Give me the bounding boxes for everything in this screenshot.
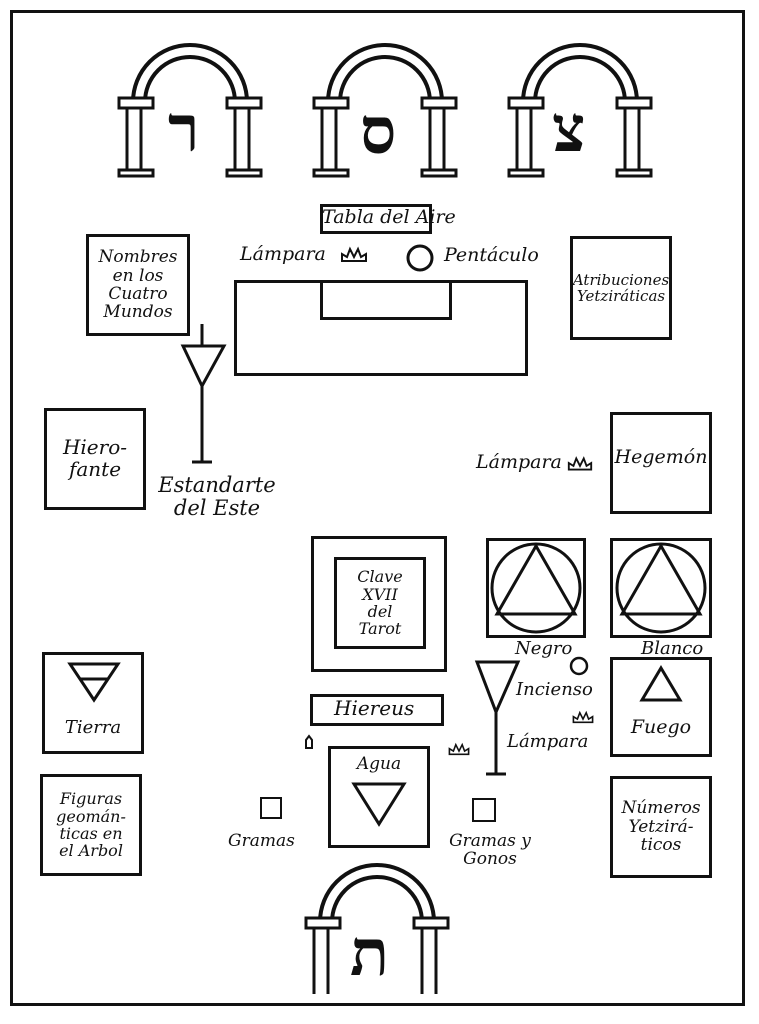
- estandarte-line-2: del Este: [173, 495, 261, 520]
- gramas-y-gonos-line-2: Gonos: [463, 849, 517, 870]
- hegemon-label: Hegemón: [614, 446, 708, 468]
- altar-inner-box: [320, 280, 452, 320]
- agua-label: Agua: [356, 754, 402, 774]
- tarot-line-2: XVII: [362, 584, 398, 604]
- blanco-label: Blanco: [641, 638, 704, 659]
- incienso-label: Incienso: [516, 679, 593, 700]
- fuego-box: Fuego: [610, 657, 712, 757]
- pentaculo-label: Pentáculo: [444, 244, 539, 266]
- lamp-icon: [572, 710, 594, 724]
- triangle-in-circle-icon: [490, 542, 582, 634]
- hiereus-box: [310, 694, 444, 726]
- fire-triangle-icon: [639, 665, 683, 702]
- white-pillar-box: [610, 538, 712, 638]
- lamp-icon: [448, 742, 470, 756]
- figuras-line-2: geomán-: [56, 806, 126, 826]
- arch-bottom-icon: [304, 863, 450, 994]
- hebrew-letter-tav: ת: [350, 916, 390, 991]
- agua-box: Agua: [328, 746, 430, 848]
- lamp-icon: [567, 456, 593, 471]
- tarot-line-3: del: [367, 602, 393, 621]
- atribuciones-yetziraticas-box: Atribuciones Yetziráticas: [570, 236, 672, 340]
- atribuciones-line-2: Yetziráticas: [576, 287, 666, 305]
- nombres-line-3: Cuatro: [108, 284, 168, 304]
- tabla-del-aire-box: [320, 204, 432, 234]
- gramas-square-icon: [260, 797, 282, 819]
- gramas-label: Gramas: [228, 831, 295, 851]
- nombres-line-1: Nombres: [98, 247, 178, 268]
- lamp-icon: [341, 246, 367, 262]
- atribuciones-line-1: Atribuciones: [572, 270, 670, 289]
- hebrew-letter-resh: ר: [168, 92, 200, 167]
- numeros-line-1: Números: [621, 798, 701, 819]
- diagram-border: [10, 10, 745, 1006]
- arch-middle-icon: [312, 43, 458, 178]
- lampara-hegemon-label: Lámpara: [476, 451, 562, 473]
- tarot-line-4: Tarot: [358, 619, 402, 639]
- nombres-cuatro-mundos-box: Nombres en los Cuatro Mundos: [86, 234, 190, 336]
- hebrew-letter-samekh: ס: [360, 94, 397, 169]
- hierofante-box: Hiero- fante: [44, 408, 146, 510]
- tierra-box: Tierra: [42, 652, 144, 754]
- hebrew-letter-tzaddi: צ: [552, 92, 586, 167]
- negro-label: Negro: [515, 638, 573, 659]
- gramas-y-gonos-line-1: Gramas y: [449, 831, 531, 851]
- estandarte-line-1: Estandarte: [158, 473, 276, 497]
- tarot-line-1: Clave: [357, 567, 403, 587]
- triangle-in-circle-icon: [615, 542, 707, 634]
- black-pillar-box: [486, 538, 586, 638]
- hiereus-label: Hiereus: [334, 696, 415, 720]
- tarot-inner-box: Clave XVII del Tarot: [334, 557, 426, 649]
- gramas-y-gonos-label: Gramas y Gonos: [442, 832, 538, 869]
- numeros-line-2: Yetzirá-: [628, 816, 694, 837]
- banner-west-icon: [474, 660, 521, 776]
- lampara-west-label: Lámpara: [507, 731, 589, 752]
- arch-left-icon: [117, 43, 263, 178]
- incense-circle-icon: [569, 656, 589, 676]
- figuras-line-3: ticas en: [59, 824, 123, 843]
- tierra-label: Tierra: [64, 716, 122, 738]
- arch-right-icon: [507, 43, 653, 178]
- figuras-line-1: Figuras: [59, 789, 123, 809]
- lamp-icon: [305, 734, 313, 749]
- water-triangle-icon: [351, 782, 407, 827]
- tabla-del-aire-label: Tabla del Aire: [322, 206, 456, 228]
- hierofante-line-1: Hiero-: [62, 435, 128, 460]
- lampara-top-label: Lámpara: [240, 243, 326, 265]
- figuras-line-4: el Arbol: [59, 841, 123, 861]
- estandarte-del-este-label: Estandarte del Este: [150, 474, 284, 519]
- nombres-line-2: en los: [112, 265, 164, 286]
- figuras-geomanticas-box: Figuras geomán- ticas en el Arbol: [40, 774, 142, 876]
- pentacle-circle-icon: [406, 244, 434, 272]
- hierofante-line-2: fante: [68, 457, 122, 481]
- banner-east-icon: [180, 324, 227, 464]
- hegemon-box: Hegemón: [610, 412, 712, 514]
- earth-triangle-icon: [67, 662, 121, 703]
- nombres-line-4: Mundos: [103, 302, 173, 323]
- gramas-y-gonos-square-icon: [472, 798, 496, 822]
- numeros-yetziraticos-box: Números Yetzirá- ticos: [610, 776, 712, 878]
- numeros-line-3: ticos: [640, 835, 682, 856]
- fuego-label: Fuego: [630, 716, 692, 739]
